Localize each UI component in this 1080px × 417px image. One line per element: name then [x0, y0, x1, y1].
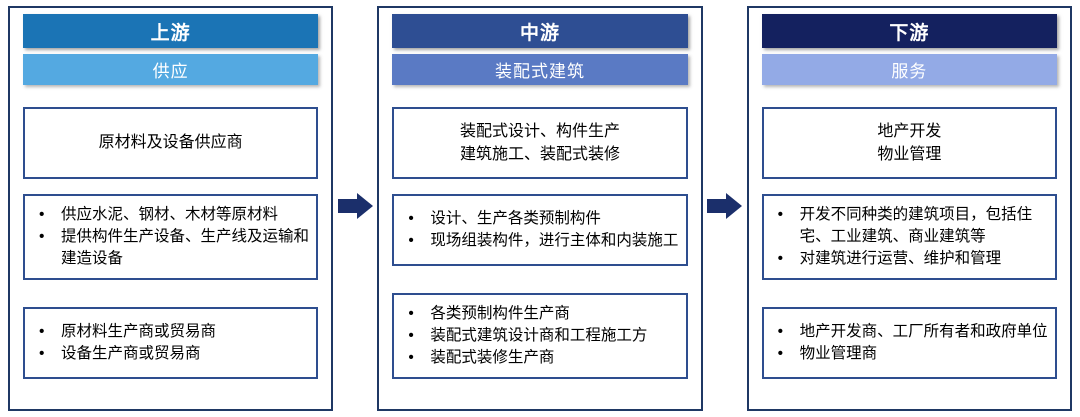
midstream-players-list: 各类预制构件生产商 装配式建筑设计商和工程施工方 装配式装修生产商: [400, 303, 679, 369]
bullet-item: 设备生产商或贸易商: [31, 343, 310, 365]
downstream-activities-list: 开发不同种类的建筑项目，包括住宅、工业建筑、商业建筑等 对建筑进行运营、维护和管…: [770, 204, 1049, 270]
midstream-activities-list: 设计、生产各类预制构件 现场组装构件，进行主体和内装施工: [400, 208, 679, 252]
upstream-role-box: 原材料及设备供应商: [23, 107, 319, 179]
upstream-role-line: 原材料及设备供应商: [98, 134, 243, 152]
upstream-players-list: 原材料生产商或贸易商 设备生产商或贸易商: [31, 321, 310, 365]
downstream-role-line: 物业管理: [877, 146, 942, 163]
upstream-activities-box: 供应水泥、钢材、木材等原材料 提供构件生产设备、生产线及运输和建造设备: [23, 194, 319, 280]
downstream-role-line: 地产开发: [877, 122, 942, 140]
bullet-item: 装配式建筑设计商和工程施工方: [400, 325, 679, 347]
midstream-role-line: 建筑施工、装配式装修: [459, 146, 620, 163]
upstream-subtitle-bar: 供应: [23, 54, 319, 85]
bullet-item: 物业管理商: [770, 343, 1049, 365]
midstream-role-line: 装配式设计、构件生产: [459, 122, 620, 140]
downstream-players-list: 地产开发商、工厂所有者和政府单位 物业管理商: [770, 321, 1049, 365]
bullet-item: 地产开发商、工厂所有者和政府单位: [770, 321, 1049, 343]
midstream-header-bar: 中游: [392, 14, 688, 48]
arrow-cell: [703, 6, 747, 411]
bullet-item: 开发不同种类的建筑项目，包括住宅、工业建筑、商业建筑等: [770, 204, 1049, 248]
arrow-cell: [333, 6, 377, 411]
bullet-item: 装配式装修生产商: [400, 347, 679, 369]
midstream-subtitle-bar: 装配式建筑: [392, 54, 688, 85]
downstream-header-bar: 下游: [761, 14, 1057, 48]
bullet-item: 对建筑进行运营、维护和管理: [770, 248, 1049, 270]
bullet-item: 提供构件生产设备、生产线及运输和建造设备: [31, 226, 310, 270]
bullet-item: 供应水泥、钢材、木材等原材料: [31, 204, 310, 226]
column-upstream: 上游 供应 原材料及设备供应商 供应水泥、钢材、木材等原材料 提供构件生产设备、…: [8, 6, 334, 411]
column-midstream: 中游 装配式建筑 装配式设计、构件生产 建筑施工、装配式装修 设计、生产各类预制…: [377, 6, 703, 411]
bullet-item: 各类预制构件生产商: [400, 303, 679, 325]
bullet-item: 原材料生产商或贸易商: [31, 321, 310, 343]
bullet-item: 设计、生产各类预制构件: [400, 208, 679, 230]
downstream-subtitle-bar: 服务: [761, 54, 1057, 85]
upstream-header-bar: 上游: [23, 14, 319, 48]
midstream-players-box: 各类预制构件生产商 装配式建筑设计商和工程施工方 装配式装修生产商: [392, 293, 688, 379]
flow-arrow-icon: [707, 192, 743, 219]
column-downstream: 下游 服务 地产开发 物业管理 开发不同种类的建筑项目，包括住宅、工业建筑、商业…: [746, 6, 1072, 411]
bullet-item: 现场组装构件，进行主体和内装施工: [400, 230, 679, 252]
midstream-role-box: 装配式设计、构件生产 建筑施工、装配式装修: [392, 107, 688, 179]
flow-arrow-icon: [337, 192, 373, 219]
downstream-players-box: 地产开发商、工厂所有者和政府单位 物业管理商: [761, 307, 1057, 379]
upstream-players-box: 原材料生产商或贸易商 设备生产商或贸易商: [23, 307, 319, 379]
downstream-activities-box: 开发不同种类的建筑项目，包括住宅、工业建筑、商业建筑等 对建筑进行运营、维护和管…: [761, 194, 1057, 280]
midstream-activities-box: 设计、生产各类预制构件 现场组装构件，进行主体和内装施工: [392, 194, 688, 266]
upstream-activities-list: 供应水泥、钢材、木材等原材料 提供构件生产设备、生产线及运输和建造设备: [31, 204, 310, 270]
downstream-role-box: 地产开发 物业管理: [761, 107, 1057, 179]
